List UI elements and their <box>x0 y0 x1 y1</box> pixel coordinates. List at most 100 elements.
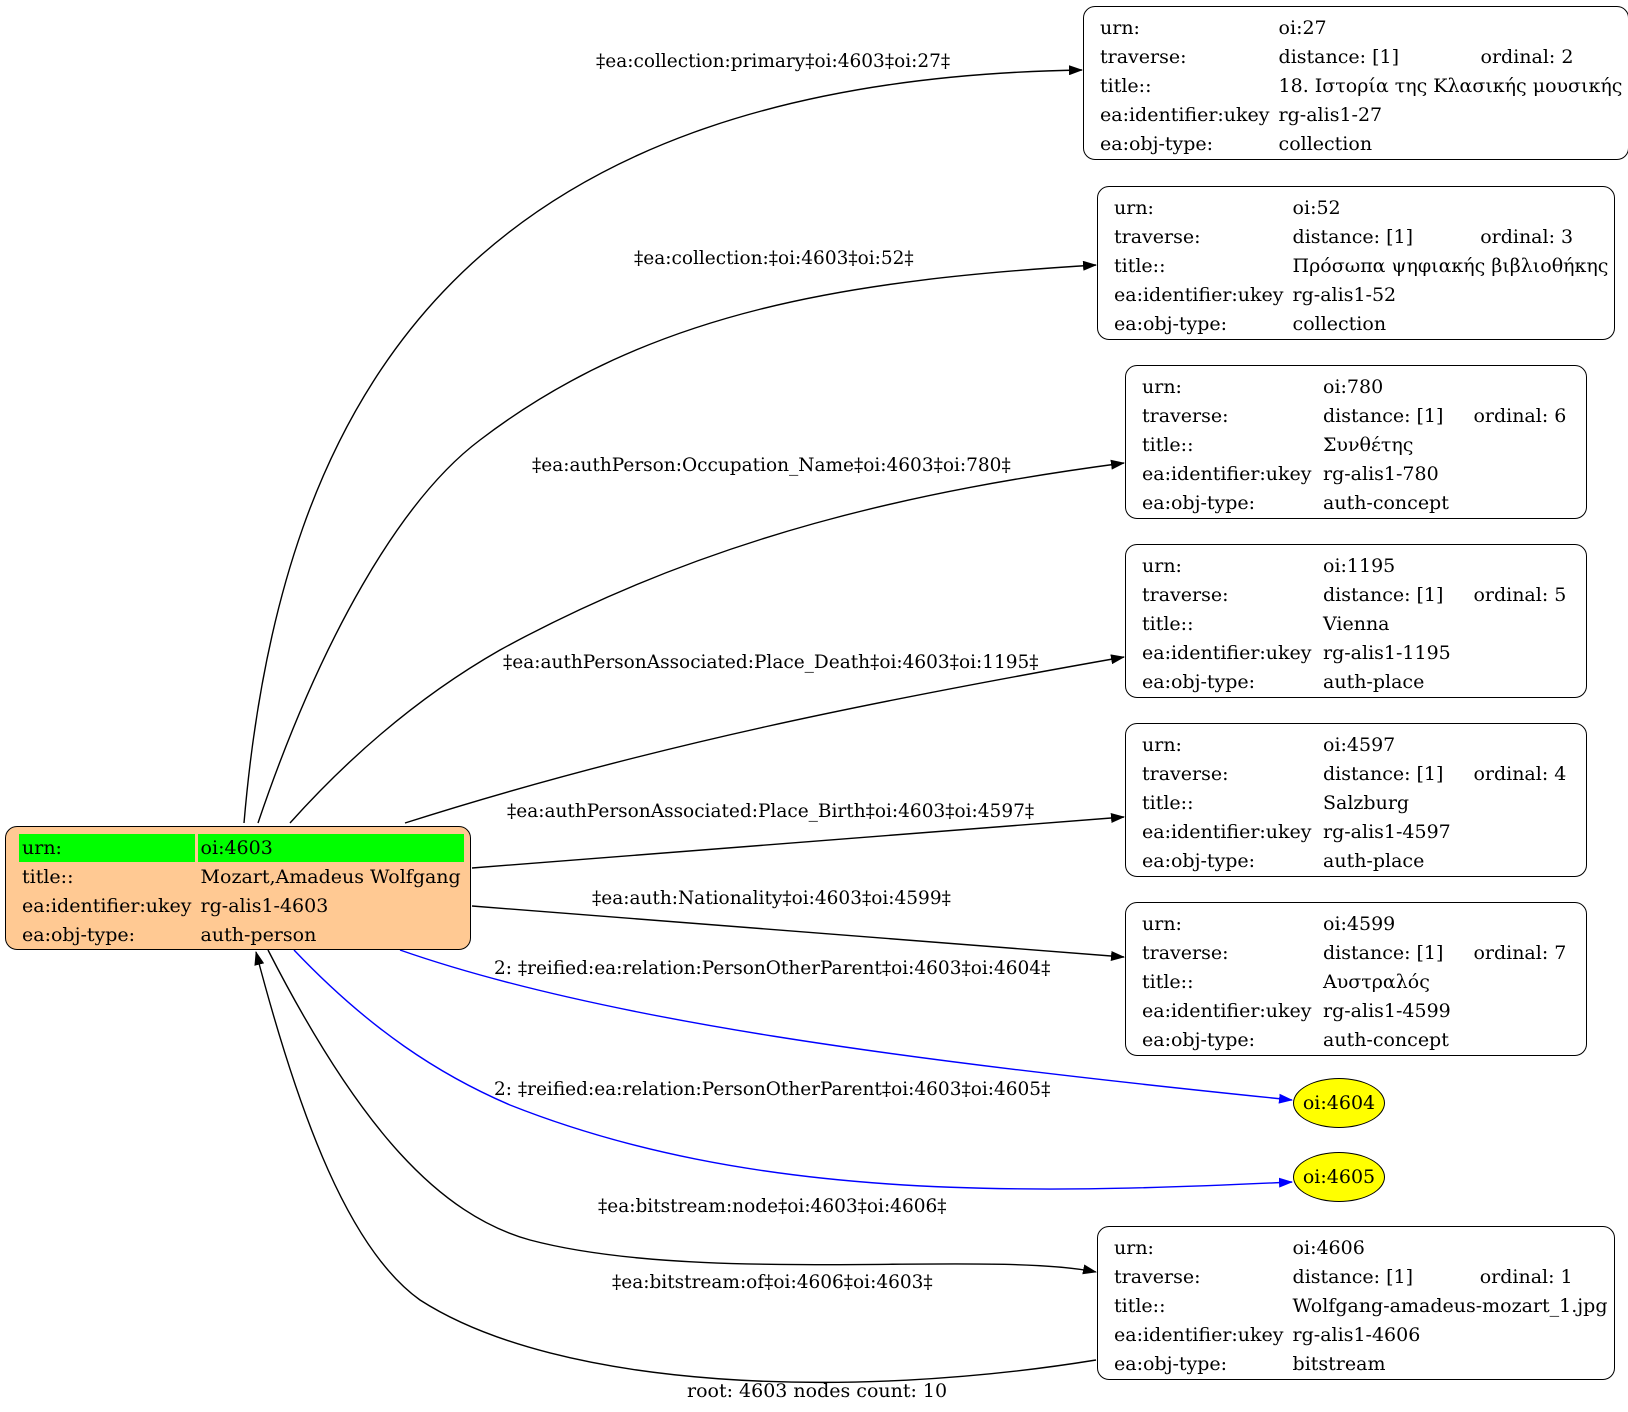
root-urn-key: urn: <box>19 834 195 862</box>
edge-label-collection-primary: ‡ea:collection:primary‡oi:4603‡oi:27‡ <box>596 51 950 72</box>
node-urn-value: oi:4597 <box>1323 734 1396 756</box>
node-type-key: ea:obj-type: <box>1142 1029 1256 1051</box>
root-urn-value: oi:4603 <box>197 834 464 862</box>
node-traverse-key: traverse: <box>1142 405 1229 427</box>
node-title-key: title:: <box>1142 792 1194 814</box>
node-traverse-value: distance: [1] <box>1323 405 1444 427</box>
node-title-key: title:: <box>1142 434 1194 456</box>
node-ukey-key: ea:identifier:ukey <box>1142 821 1312 843</box>
node-traverse-value: distance: [1] <box>1323 763 1444 785</box>
node-traverse-key: traverse: <box>1142 584 1229 606</box>
node-row-traverse: traverse: distance: [1] ordinal: 4 <box>1139 760 1569 788</box>
node-urn-key: urn: <box>1142 555 1182 577</box>
graph-footer: root: 4603 nodes count: 10 <box>687 1380 948 1402</box>
node-type-key: ea:obj-type: <box>1142 850 1256 872</box>
edge-occupation <box>289 459 1125 824</box>
node-title-key: title:: <box>1114 255 1166 277</box>
root-type-value: auth-person <box>200 924 317 946</box>
root-row-urn: urn: oi:4603 <box>19 834 464 862</box>
node-title-value: Wolfgang-amadeus-mozart_1.jpg <box>1292 1295 1608 1317</box>
node-row-ukey: ea:identifier:ukey rg-alis1-4597 <box>1139 818 1569 846</box>
node-type-key: ea:obj-type: <box>1142 671 1256 693</box>
node-urn-value: oi:4606 <box>1292 1237 1365 1259</box>
node-row-type: ea:obj-type:collection <box>1111 310 1611 338</box>
node-ukey-key: ea:identifier:ukey <box>1142 1000 1312 1022</box>
node-ordinal-value: ordinal: 5 <box>1473 584 1567 606</box>
node-traverse-key: traverse: <box>1142 763 1229 785</box>
node-traverse-value: distance: [1] <box>1292 226 1413 248</box>
edge-collection-primary <box>243 65 1083 824</box>
ref-node-oi-4604[interactable]: oi:4604 <box>1293 1078 1385 1128</box>
node-urn-key: urn: <box>1142 913 1182 935</box>
root-row-title: title:: Mozart,Amadeus Wolfgang <box>19 863 464 891</box>
node-row-type: ea:obj-type:auth-place <box>1139 847 1569 875</box>
node-row-traverse: traverse:distance: [1]ordinal: 1 <box>1111 1263 1611 1291</box>
node-type-key: ea:obj-type: <box>1114 313 1228 335</box>
node-ordinal-value: ordinal: 4 <box>1473 763 1567 785</box>
node-urn-key: urn: <box>1142 734 1182 756</box>
edge-label-place-birth: ‡ea:authPersonAssociated:Place_Birth‡oi:… <box>507 801 1034 822</box>
node-type-key: ea:obj-type: <box>1142 492 1256 514</box>
node-ukey-value: rg-alis1-4599 <box>1323 1000 1451 1022</box>
root-row-ukey: ea:identifier:ukey rg-alis1-4603 <box>19 892 464 920</box>
node-urn-value: oi:27 <box>1278 17 1327 39</box>
edge-place-death <box>404 654 1125 824</box>
node-oi-780[interactable]: urn:oi:780 traverse: distance: [1] ordinal:… <box>1125 365 1587 519</box>
node-traverse-value: distance: [1] <box>1278 46 1399 68</box>
node-row-title: title::Salzburg <box>1139 789 1569 817</box>
node-type-key: ea:obj-type: <box>1100 133 1214 155</box>
edge-label-reified-4605: 2: ‡reified:ea:relation:PersonOtherParen… <box>494 1079 1050 1100</box>
node-ukey-value: rg-alis1-1195 <box>1323 642 1451 664</box>
node-ukey-key: ea:identifier:ukey <box>1114 1324 1284 1346</box>
node-ordinal-value: ordinal: 2 <box>1480 46 1574 68</box>
node-row-type: ea:obj-type:bitstream <box>1111 1350 1611 1378</box>
node-ordinal-value: ordinal: 3 <box>1480 226 1574 248</box>
edge-nationality <box>471 905 1125 961</box>
node-urn-value: oi:1195 <box>1323 555 1396 577</box>
node-row-title: title::Wolfgang-amadeus-mozart_1.jpg <box>1111 1292 1611 1320</box>
node-row-title: title::Πρόσωπα ψηφιακής βιβλιοθήκης <box>1111 252 1611 280</box>
node-type-key: ea:obj-type: <box>1114 1353 1228 1375</box>
node-row-type: ea:obj-type:auth-concept <box>1139 1026 1569 1054</box>
node-title-value: 18. Ιστορία της Κλασικής μουσικής <box>1278 75 1623 97</box>
node-traverse-value: distance: [1] <box>1323 942 1444 964</box>
root-node[interactable]: urn: oi:4603 title:: Mozart,Amadeus Wolf… <box>5 826 471 950</box>
node-row-title: title::Vienna <box>1139 610 1569 638</box>
root-ukey-value: rg-alis1-4603 <box>200 895 329 917</box>
node-ukey-key: ea:identifier:ukey <box>1114 284 1284 306</box>
edge-reified-4604 <box>399 949 1293 1104</box>
node-traverse-value: distance: [1] <box>1292 1266 1413 1288</box>
node-row-traverse: traverse:distance: [1]ordinal: 7 <box>1139 939 1569 967</box>
node-row-traverse: traverse:distance: [1]ordinal: 3 <box>1111 223 1611 251</box>
edge-label-occupation: ‡ea:authPerson:Occupation_Name‡oi:4603‡o… <box>532 455 1011 476</box>
node-row-title: title::Συνθέτης <box>1139 431 1569 459</box>
root-title-key: title:: <box>22 866 74 888</box>
node-oi-4597[interactable]: urn: oi:4597 traverse: distance: [1] ordinal… <box>1125 723 1587 877</box>
node-title-value: Αυστραλός <box>1323 971 1430 993</box>
node-ukey-key: ea:identifier:ukey <box>1142 642 1312 664</box>
node-ordinal-value: ordinal: 6 <box>1473 405 1567 427</box>
edge-label-place-death: ‡ea:authPersonAssociated:Place_Death‡oi:… <box>503 652 1039 673</box>
node-row-traverse: traverse: distance: [1] ordinal: 6 <box>1139 402 1569 430</box>
node-title-value: Πρόσωπα ψηφιακής βιβλιοθήκης <box>1292 255 1609 277</box>
ref-node-oi-4605[interactable]: oi:4605 <box>1293 1152 1385 1202</box>
node-title-value: Salzburg <box>1323 792 1410 814</box>
node-row-urn: urn:oi:52 <box>1111 194 1611 222</box>
node-type-value: collection <box>1278 133 1373 155</box>
node-row-urn: urn:oi:780 <box>1139 373 1569 401</box>
node-ukey-key: ea:identifier:ukey <box>1142 463 1312 485</box>
node-traverse-key: traverse: <box>1100 46 1187 68</box>
node-urn-value: oi:780 <box>1323 376 1384 398</box>
node-ukey-value: rg-alis1-4597 <box>1323 821 1451 843</box>
node-ukey-value: rg-alis1-4606 <box>1292 1324 1421 1346</box>
